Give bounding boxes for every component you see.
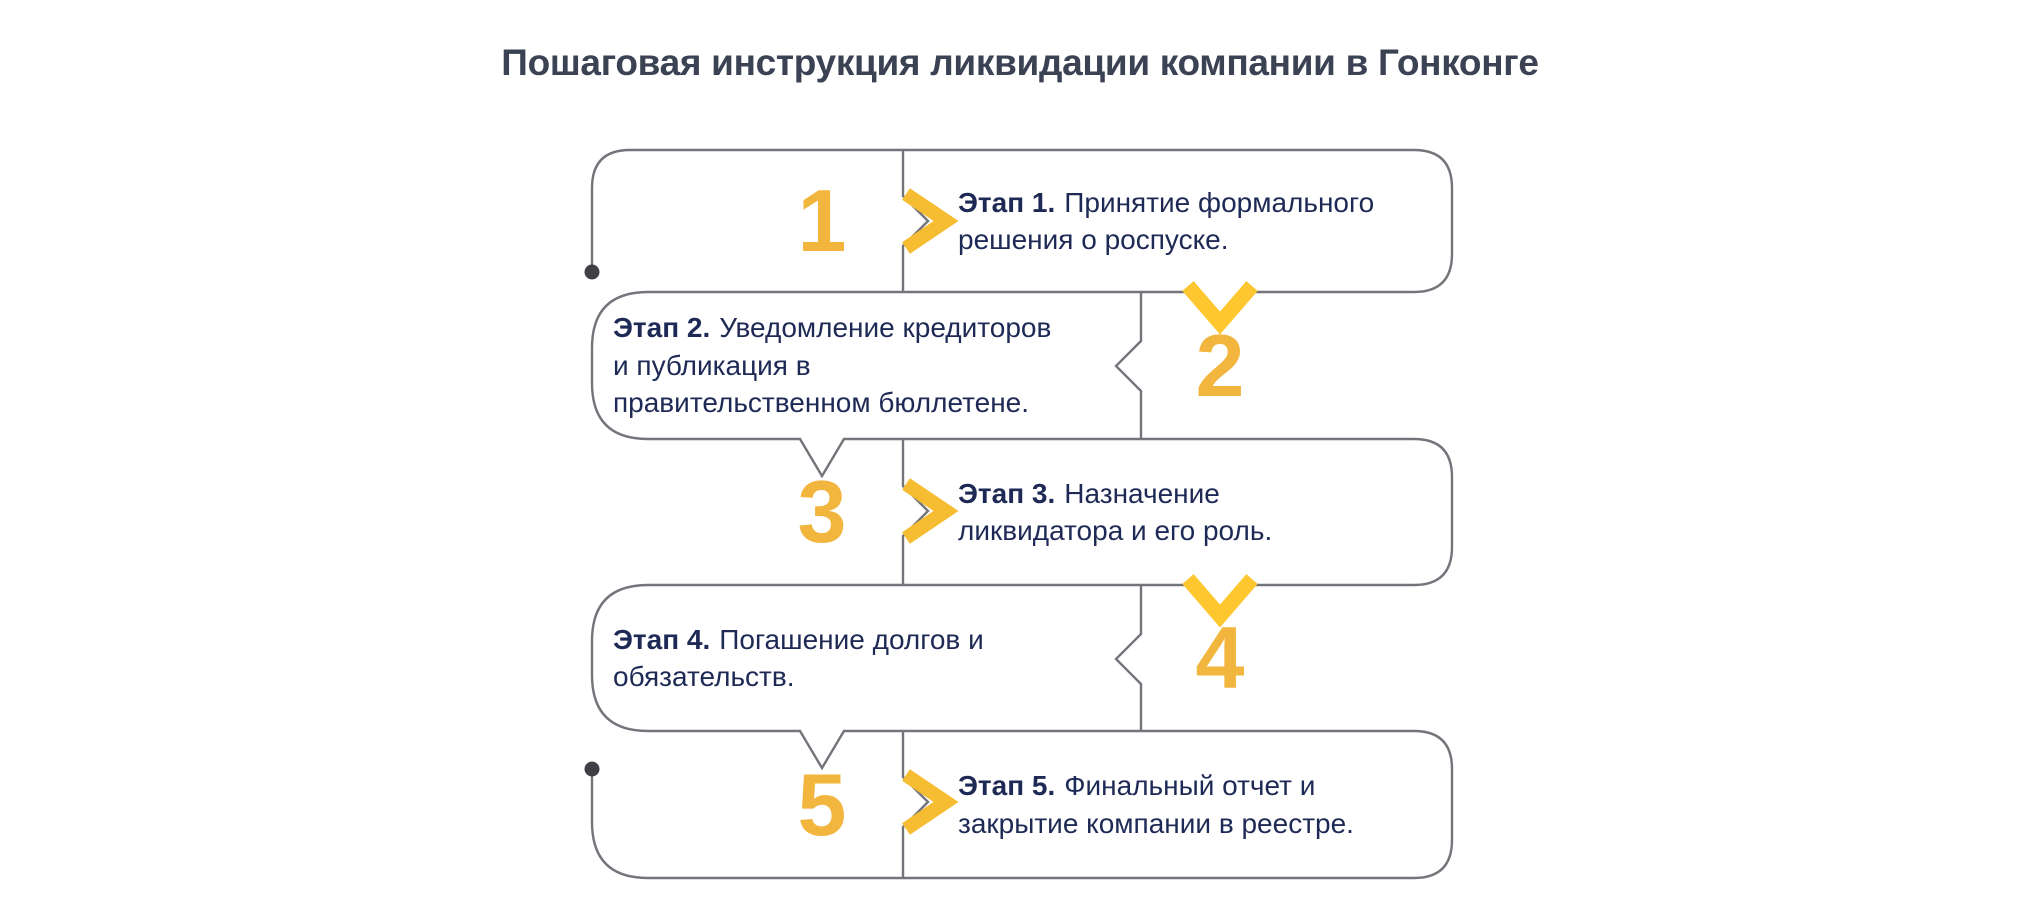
step-text-line: Этап 5.Финальный отчет и закрытие компан… xyxy=(958,767,1468,842)
step-number-4: 4 xyxy=(1195,608,1245,707)
step-text-5: Этап 5.Финальный отчет и закрытие компан… xyxy=(958,731,1468,878)
chevron-right-icon xyxy=(902,188,959,254)
step-number-3: 3 xyxy=(797,462,847,561)
step-description-1: Принятие формального решения о роспуске. xyxy=(958,186,1375,256)
connector-dot-start xyxy=(584,264,600,280)
flow-outline xyxy=(590,148,1454,880)
step-description-5: Финальный отчет и закрытие компании в ре… xyxy=(958,770,1354,839)
step-number-1: 1 xyxy=(797,171,847,270)
step-description-4: Погашение долгов и обязательств. xyxy=(613,623,984,693)
step-number-5: 5 xyxy=(797,755,847,854)
chevron-down-icon xyxy=(1182,281,1258,335)
chevron-right-icon xyxy=(902,769,959,835)
step-text-line: Этап 4.Погашение долгов и обязательств. xyxy=(613,621,1123,696)
chevron-down-icon xyxy=(1182,574,1258,628)
step-text-4: Этап 4.Погашение долгов и обязательств. xyxy=(613,585,1123,731)
box-divider xyxy=(901,440,930,584)
step-text-line: Этап 3.Назначение ликвидатора и его роль… xyxy=(958,475,1468,550)
step-label-3: Этап 3. xyxy=(958,477,1056,509)
step-text-line: Этап 1.Принятие формального решения о ро… xyxy=(958,184,1468,259)
step-label-4: Этап 4. xyxy=(613,623,711,655)
box-divider xyxy=(901,732,930,877)
step-text-1: Этап 1.Принятие формального решения о ро… xyxy=(958,150,1468,292)
step-description-2: Уведомление кредиторов и публикация в пр… xyxy=(613,312,1052,419)
step-text-line: Этап 2.Уведомление кредиторов и публикац… xyxy=(613,309,1123,422)
connector-dot-end xyxy=(584,761,600,777)
step-text-2: Этап 2.Уведомление кредиторов и публикац… xyxy=(613,292,1123,439)
step-label-1: Этап 1. xyxy=(958,186,1056,218)
step-number-2: 2 xyxy=(1195,316,1245,415)
page-title: Пошаговая инструкция ликвидации компании… xyxy=(501,42,1539,83)
step-label-5: Этап 5. xyxy=(958,770,1056,801)
box-divider xyxy=(901,151,930,291)
step-description-3: Назначение ликвидатора и его роль. xyxy=(958,477,1273,547)
step-text-3: Этап 3.Назначение ликвидатора и его роль… xyxy=(958,439,1468,585)
even-box-right-edge xyxy=(1114,292,1143,439)
even-box-right-edge xyxy=(1114,585,1143,731)
step-label-2: Этап 2. xyxy=(613,312,711,344)
chevron-right-icon xyxy=(902,478,959,544)
